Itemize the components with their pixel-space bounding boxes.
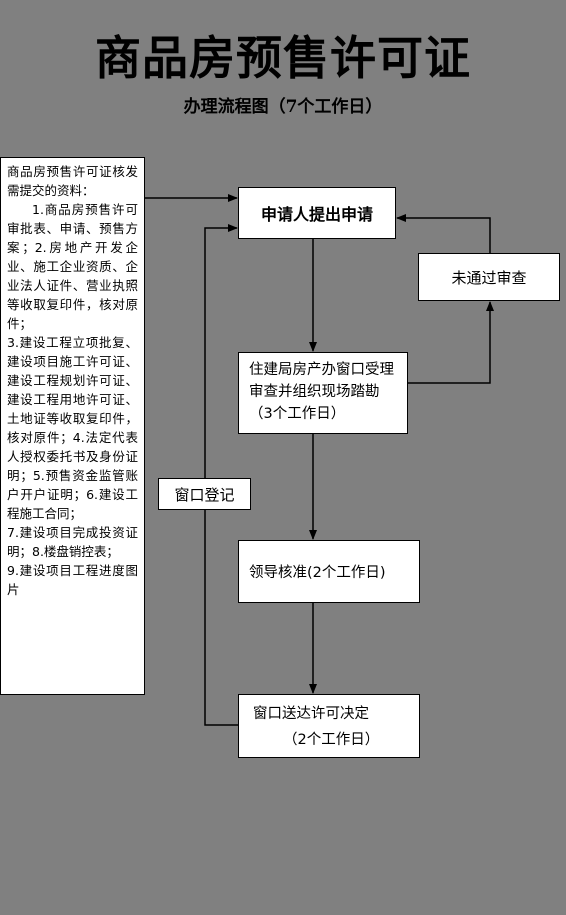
arrow-deliver-to-apply — [204, 224, 238, 726]
deliver-line-2: （2个工作日） — [283, 732, 380, 748]
applicant-submits-node: 申请人提出申请 — [238, 187, 396, 239]
docs-line-3: 3.建设工程立项批复、建设项目施工许可证、建设工程规划许可证、建设工程用地许可证… — [7, 335, 138, 521]
page-subtitle: 办理流程图（7个工作日） — [183, 97, 383, 117]
docs-line-1: 商品房预售许可证核发需提交的资料： — [7, 164, 138, 198]
page-title: 商品房预售许可证 — [95, 31, 471, 85]
arrow-reject-to-apply — [396, 214, 491, 253]
arrow-review-to-reject — [408, 301, 494, 384]
docs-line-5: 9.建设项目工程进度图片 — [7, 563, 138, 597]
leader-approval-node: 领导核准(2个工作日) — [238, 540, 420, 603]
permit-delivery-node: 窗口送达许可决定 （2个工作日） — [238, 694, 420, 758]
window-registration-node: 窗口登记 — [158, 478, 251, 510]
window-review-node: 住建局房产办窗口受理审查并组织现场踏勘（3个工作日） — [238, 352, 408, 434]
review-failed-node: 未通过审查 — [418, 253, 560, 301]
required-documents-box: 商品房预售许可证核发需提交的资料： 1.商品房预售许可审批表、申请、预售方案；2… — [0, 157, 145, 695]
deliver-line-1: 窗口送达许可决定 — [253, 706, 369, 722]
docs-line-2: 1.商品房预售许可审批表、申请、预售方案；2.房地产开发企业、施工企业资质、企业… — [7, 202, 138, 331]
docs-line-4: 7.建设项目完成投资证明；8.楼盘销控表； — [7, 525, 138, 559]
